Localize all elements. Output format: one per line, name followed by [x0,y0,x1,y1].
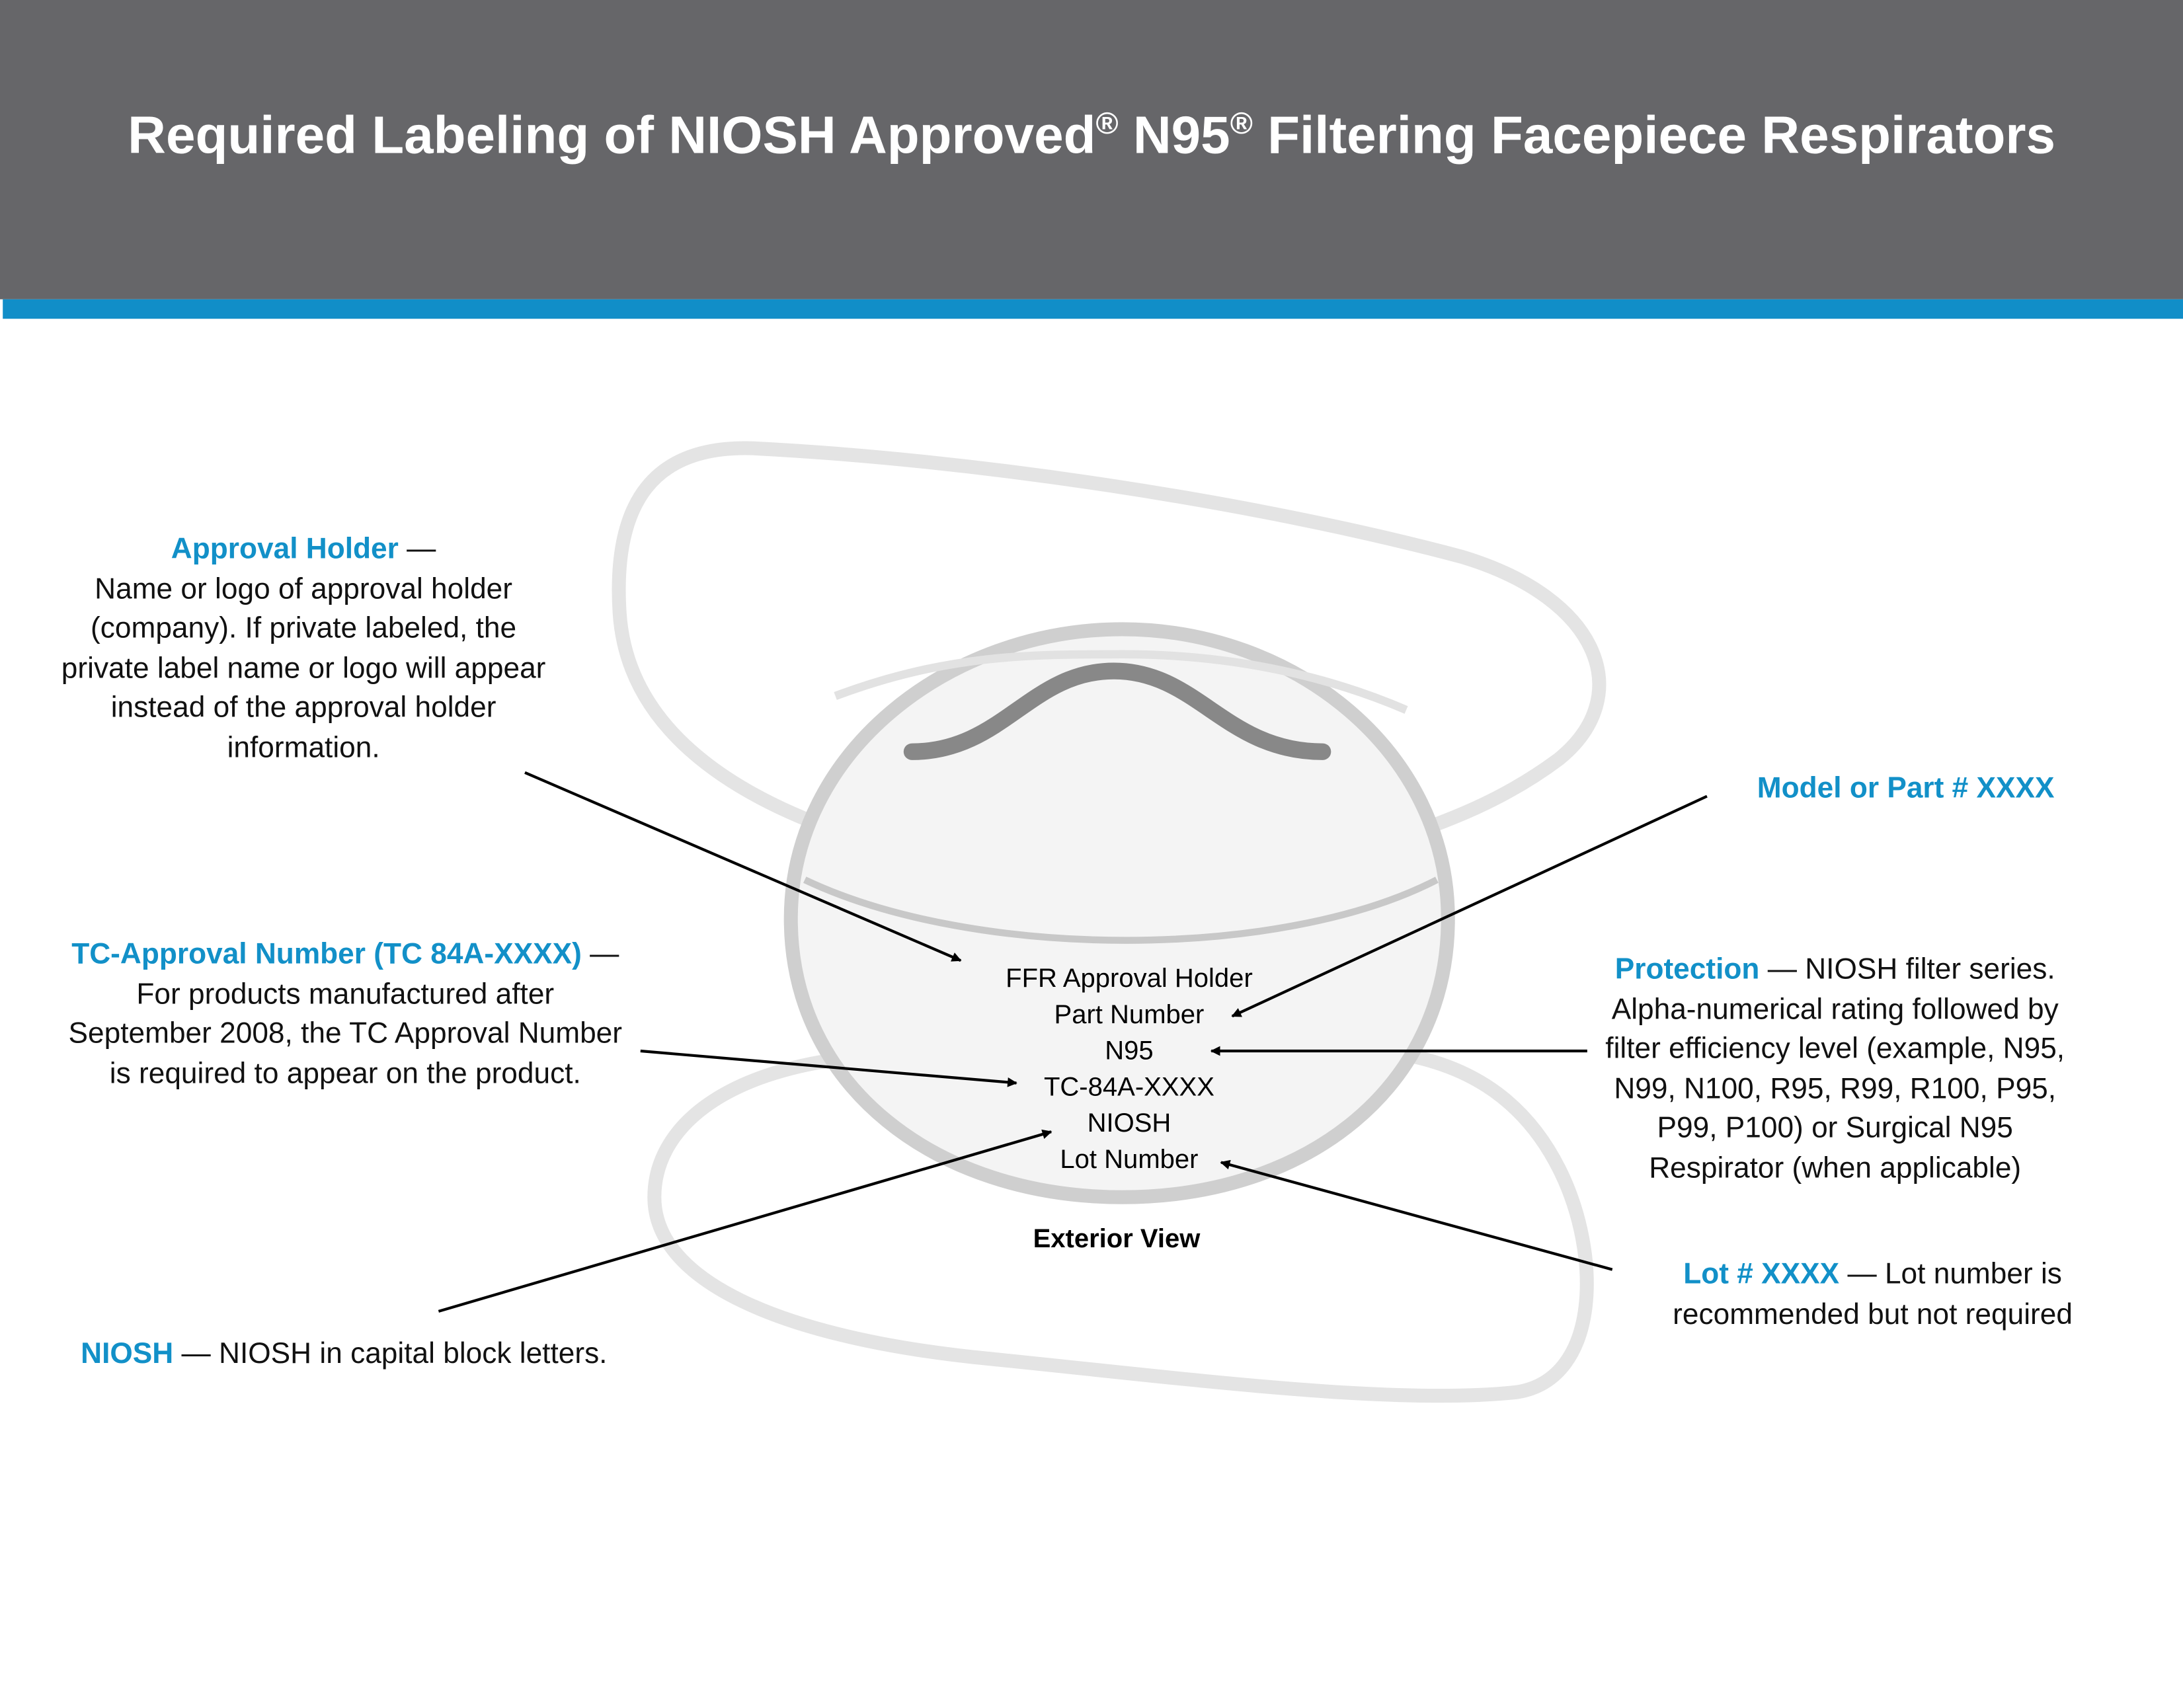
callout-line: Respirator (when applicable) [1649,1152,2022,1185]
callout-line: recommended but not required [1673,1298,2073,1331]
callout-niosh: NIOSH — NIOSH in capital block letters. [81,1335,607,1375]
callout-line: private label name or logo will appear [61,652,546,685]
mask-body [783,622,1455,1204]
callout-line: information. [227,732,380,765]
mask-label: FFR Approval Holder [1006,964,1253,994]
top-strap [612,441,1607,849]
mask-label-block: FFR Approval Holder Part Number N95 TC-8… [920,962,1338,1179]
accent-bar [3,299,2183,319]
callout-label: Lot # XXXX [1683,1258,1840,1291]
registered-mark: ® [1230,106,1253,141]
callout-line: Alpha-numerical rating followed by [1611,993,2059,1026]
callout-line: — NIOSH filter series. [1759,953,2055,986]
callout-tc-approval: TC-Approval Number (TC 84A-XXXX) — For p… [39,935,652,1095]
dash: — [581,938,619,970]
nose-clip [903,662,1331,760]
registered-mark: ® [1095,106,1119,141]
callout-label: Model or Part # XXXX [1757,772,2055,805]
callout-label: TC-Approval Number (TC 84A-XXXX) [71,938,582,970]
bottom-strap [647,1044,1594,1403]
callout-line: instead of the approval holder [110,692,496,724]
callout-line: (company). If private labeled, the [91,613,517,645]
mask-label: NIOSH [1087,1109,1171,1139]
arrow-approval-holder [524,771,962,962]
view-caption: Exterior View [1033,1225,1201,1255]
mask-label: N95 [1105,1036,1154,1067]
callout-line: For products manufactured after [136,978,555,1011]
callout-protection: Protection — NIOSH filter series. Alpha-… [1557,951,2114,1189]
mask-fold [803,876,1439,944]
callout-label: Approval Holder [171,533,399,566]
callout-line: — NIOSH in capital block letters. [173,1337,608,1370]
mask-label: Part Number [1054,1001,1205,1030]
callout-label: Protection [1614,953,1760,986]
callout-line: filter efficiency level (example, N95, [1605,1033,2065,1066]
title-text: Filtering Facepiece Respirators [1252,107,2056,166]
header-banner [0,0,2183,299]
mask-shadow [834,650,1408,714]
callout-label: NIOSH [81,1337,174,1370]
page-title: Required Labeling of NIOSH Approved® N95… [0,106,2183,167]
callout-line: — Lot number is [1839,1258,2062,1291]
callout-line: Name or logo of approval holder [95,572,513,605]
callout-line: N99, N100, R95, R99, R100, P95, [1614,1073,2057,1105]
arrow-model [1231,795,1708,1018]
callout-line: P99, P100) or Surgical N95 [1657,1112,2013,1145]
mask-label: TC-84A-XXXX [1043,1073,1214,1103]
arrow-tc-approval [640,1049,1017,1087]
title-text: Required Labeling of NIOSH Approved [128,107,1096,166]
title-text: N95 [1118,107,1230,166]
callout-approval-holder: Approval Holder — Name or logo of approv… [25,530,582,769]
callout-model: Model or Part # XXXX [1757,770,2055,810]
arrow-niosh [438,1129,1052,1313]
arrow-lot [1220,1159,1613,1271]
dash: — [398,533,436,566]
callout-line: September 2008, the TC Approval Number [68,1017,623,1050]
callout-line: is required to appear on the product. [109,1058,581,1090]
mask-label: Lot Number [1060,1145,1199,1175]
callout-lot: Lot # XXXX — Lot number is recommended b… [1615,1256,2130,1335]
